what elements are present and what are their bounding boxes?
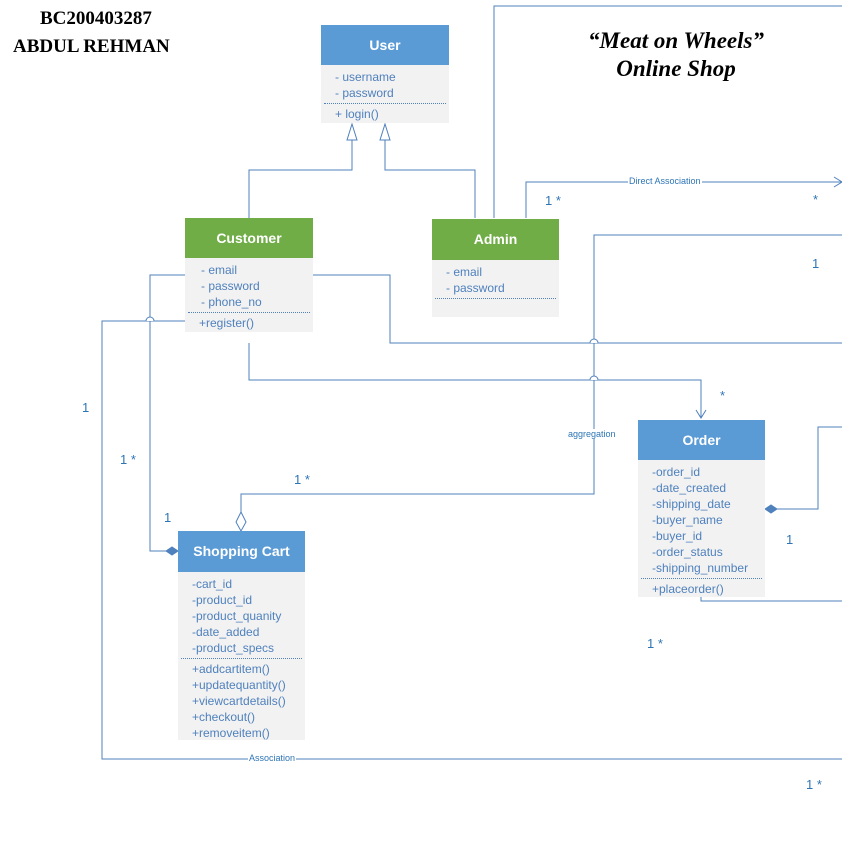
diagram-title-line2: Online Shop — [616, 56, 736, 81]
multiplicity-admin-direct-start: 1 * — [545, 193, 561, 208]
cart-attr: -product_quanity — [192, 609, 282, 623]
cart-attr: -cart_id — [192, 577, 233, 591]
association-label: Association — [248, 753, 297, 763]
customer-generalization-line — [248, 140, 353, 218]
customer-order-arrow — [695, 409, 707, 419]
customer-order-line — [248, 343, 702, 418]
multiplicity-left-one: 1 — [82, 400, 90, 415]
cart-method: +addcartitem() — [192, 662, 270, 676]
customer-attr: - email — [201, 263, 238, 277]
aggregation-line — [240, 234, 842, 514]
cart-attr: -date_added — [192, 625, 260, 639]
customer-attr: - password — [201, 279, 260, 293]
multiplicity-right-one: 1 — [812, 256, 820, 271]
diagram-title-line1: “Meat on Wheels” — [588, 28, 764, 53]
cart-separator — [181, 658, 302, 659]
admin-separator — [435, 298, 556, 299]
aggregation-label: aggregation — [567, 429, 617, 439]
user-separator — [324, 103, 446, 104]
multiplicity-customer-cart: 1 * — [120, 452, 136, 467]
multiplicity-order-star: * — [720, 388, 726, 403]
cart-attr: -product_id — [192, 593, 253, 607]
direct-association-arrow — [833, 176, 842, 188]
customer-method: +register() — [199, 316, 255, 330]
admin-attr: - email — [446, 265, 483, 279]
class-customer: Customer - email - password - phone_no +… — [185, 218, 313, 332]
hop-aggregation-customer-order — [589, 375, 599, 381]
class-order-name: Order — [638, 420, 765, 460]
cart-attr: -product_specs — [192, 641, 275, 655]
order-attr: -shipping_number — [652, 561, 749, 575]
customer-separator — [188, 312, 310, 313]
hop-cart-association — [145, 316, 155, 322]
user-attr: - username — [335, 70, 396, 84]
class-user: User - username - password + login() — [321, 25, 449, 123]
class-user-name: User — [321, 25, 449, 65]
class-shopping-cart: Shopping Cart -cart_id -product_id -prod… — [178, 531, 305, 740]
order-attr: -order_id — [652, 465, 701, 479]
customer-cart-line — [149, 274, 185, 552]
order-bottom-line — [700, 597, 842, 602]
order-composition-diamond — [764, 504, 778, 514]
order-separator — [641, 578, 762, 579]
hop-aggregation-customer-right — [589, 338, 599, 344]
class-order: Order -order_id -date_created -shipping_… — [638, 420, 765, 597]
multiplicity-bottom-right: 1 * — [806, 777, 822, 792]
multiplicity-cart-aggregation: 1 * — [294, 472, 310, 487]
admin-generalization-line — [384, 140, 476, 218]
admin-attr: - password — [446, 281, 505, 295]
direct-association-line — [525, 181, 842, 218]
customer-generalization-arrow — [346, 122, 358, 141]
multiplicity-order-right-one: 1 — [786, 532, 794, 547]
order-method: +placeorder() — [652, 582, 724, 596]
class-shopping-cart-name: Shopping Cart — [178, 531, 305, 572]
association-line — [101, 320, 842, 760]
admin-top-line — [493, 5, 842, 218]
multiplicity-admin-direct-end: * — [813, 192, 819, 207]
student-name: ABDUL REHMAN — [13, 36, 170, 57]
multiplicity-cart-one: 1 — [164, 510, 172, 525]
order-attr: -order_status — [652, 545, 723, 559]
cart-method: +removeitem() — [192, 726, 270, 740]
customer-cart-diamond — [165, 546, 179, 556]
user-attr: - password — [335, 86, 394, 100]
admin-generalization-arrow — [379, 122, 391, 141]
aggregation-diamond — [235, 510, 247, 533]
order-attr: -buyer_id — [652, 529, 703, 543]
cart-method: +checkout() — [192, 710, 256, 724]
class-admin-name: Admin — [432, 219, 559, 260]
customer-attr: - phone_no — [201, 295, 262, 309]
student-id: BC200403287 — [40, 8, 152, 29]
order-attr: -date_created — [652, 481, 727, 495]
class-customer-name: Customer — [185, 218, 313, 258]
customer-right-line — [313, 274, 842, 344]
order-attr: -shipping_date — [652, 497, 731, 511]
user-method: + login() — [335, 107, 379, 121]
cart-method: +viewcartdetails() — [192, 694, 286, 708]
cart-method: +updatequantity() — [192, 678, 286, 692]
order-attr: -buyer_name — [652, 513, 723, 527]
direct-association-label: Direct Association — [628, 176, 702, 186]
order-composition-line — [777, 426, 842, 510]
class-admin: Admin - email - password — [432, 219, 559, 317]
multiplicity-order-bottom: 1 * — [647, 636, 663, 651]
